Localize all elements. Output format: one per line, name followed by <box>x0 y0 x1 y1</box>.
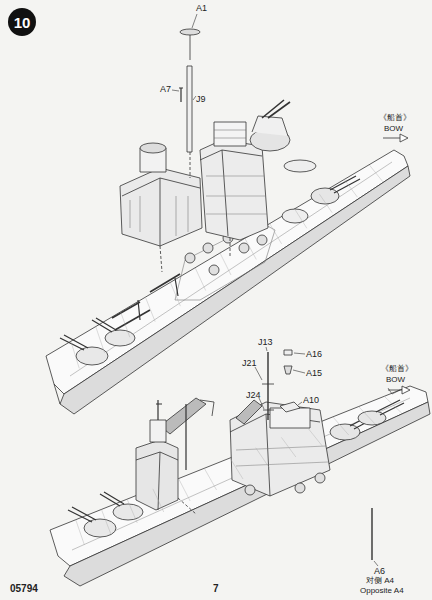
step-number: 10 <box>8 8 36 36</box>
bow-label: BOW <box>384 124 403 134</box>
page-number: 7 <box>213 584 219 594</box>
deck-line <box>359 407 376 424</box>
part-number: A7 <box>160 84 171 94</box>
deck-line <box>145 297 155 322</box>
deck-line <box>307 427 322 446</box>
deck-line <box>179 479 191 501</box>
deck-line <box>384 396 401 413</box>
lower-hull <box>50 386 430 586</box>
note: 对侧 A4 <box>366 576 394 586</box>
deck-line <box>220 253 231 275</box>
deck-line <box>344 179 357 197</box>
crane-and-tower <box>136 398 262 514</box>
deck-line <box>270 224 282 244</box>
deck-line <box>101 509 110 534</box>
bow-arrow <box>388 386 410 394</box>
deck-line <box>96 327 105 353</box>
deck-line <box>256 448 270 468</box>
part-number: J9 <box>196 94 206 104</box>
bow-label: 《船首》 <box>381 364 413 374</box>
bow-label: 《船首》 <box>379 113 411 123</box>
deck-line <box>127 499 137 523</box>
part-number: J21 <box>242 358 257 368</box>
lower-mast-parts <box>262 350 372 560</box>
deck-line <box>195 268 206 291</box>
deck-line <box>121 312 130 337</box>
bow-arrow <box>383 134 408 142</box>
deck-line <box>319 194 332 213</box>
deck-line <box>170 282 180 306</box>
part-number: A10 <box>303 395 319 405</box>
deck-line <box>71 341 79 368</box>
deck-line <box>245 238 256 259</box>
deck-line <box>153 489 164 512</box>
part-number: J24 <box>246 390 261 400</box>
main-turret <box>250 100 290 151</box>
kit-number: 05794 <box>10 584 38 594</box>
deck-line <box>333 417 349 435</box>
deck-line <box>295 209 307 228</box>
deck-line <box>230 458 243 479</box>
part-number: A15 <box>306 368 322 378</box>
step-number-text: 10 <box>14 14 31 31</box>
part-number: A16 <box>306 349 322 359</box>
mast-parts <box>160 29 230 272</box>
deck-line <box>204 468 216 490</box>
deck-line <box>369 165 383 182</box>
bow-label: BOW <box>386 375 405 385</box>
part-number: A6 <box>374 566 385 576</box>
part-number: A1 <box>196 3 207 13</box>
note: Opposite A4 <box>360 586 404 596</box>
part-number: J13 <box>258 337 273 347</box>
deck-line <box>281 437 295 457</box>
deck-line <box>76 520 85 545</box>
